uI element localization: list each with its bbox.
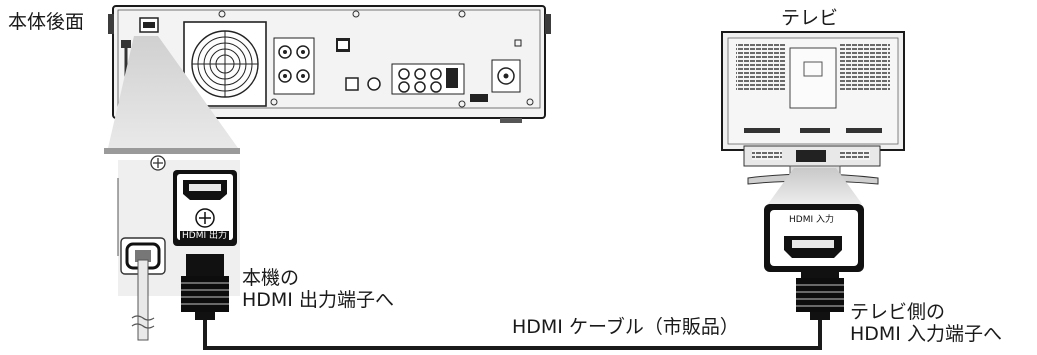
- recorder-end-label-line2: HDMI 出力端子へ: [242, 289, 394, 311]
- zoom-beam-recorder: [108, 36, 238, 148]
- tv-end-label-line2: HDMI 入力端子へ: [850, 323, 1002, 345]
- zoom-beam-tv: [768, 168, 862, 204]
- hdmi-out-port: [173, 170, 237, 246]
- hdmi-in-port-label: HDMI 入力: [789, 215, 834, 225]
- hdmi-plug-recorder-end: [181, 254, 229, 320]
- hdmi-out-port-label: HDMI 出力: [180, 231, 229, 242]
- tv-rear: [721, 31, 905, 185]
- tv-label: テレビ: [781, 7, 839, 29]
- hdmi-cable-label: HDMI ケーブル（市販品）: [512, 316, 739, 338]
- hdmi-plug-tv-end: [796, 268, 844, 320]
- hdmi-cable-line: [203, 314, 822, 350]
- recorder-rear-label: 本体後面: [8, 11, 85, 33]
- recorder-end-label-line1: 本機の: [242, 267, 300, 289]
- tv-end-label-line1: テレビ側の: [850, 301, 946, 323]
- hdmi-in-port: [764, 204, 864, 272]
